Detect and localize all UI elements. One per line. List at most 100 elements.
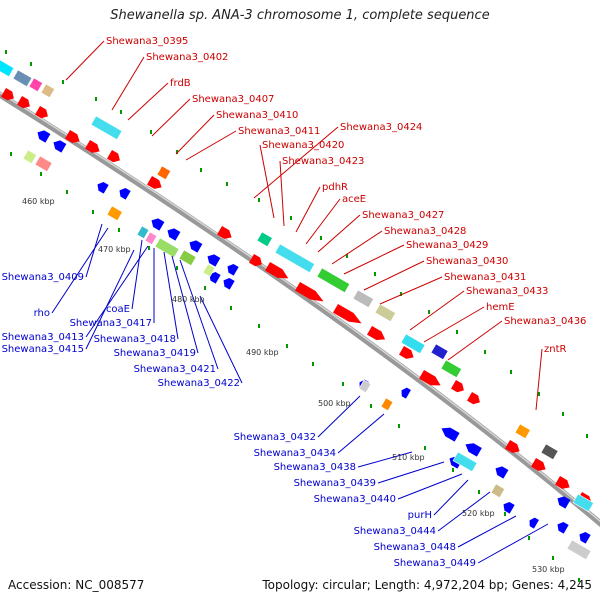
reverse-gene-box — [178, 249, 197, 267]
map-title: Shewanella sp. ANA-3 chromosome 1, compl… — [110, 8, 490, 23]
leader-line — [343, 244, 405, 275]
gene-label-shewana3-0421: Shewana3_0421 — [134, 364, 216, 375]
leader-line — [397, 473, 463, 500]
reverse-gene-box — [106, 205, 123, 222]
tick-mark — [538, 392, 540, 396]
tick-mark — [400, 292, 402, 296]
tick-mark — [528, 536, 530, 540]
gene-label-shewana3-0402: Shewana3_0402 — [146, 52, 228, 63]
scale-label-4: 500 kbp — [318, 399, 351, 408]
gene-label-zntr: zntR — [544, 344, 567, 355]
leader-line — [295, 186, 321, 233]
forward-gene-box — [156, 165, 172, 181]
reverse-gene-arrow — [557, 522, 569, 534]
gene-label-shewana3-0433: Shewana3_0433 — [466, 286, 548, 297]
reverse-gene-arrow — [503, 502, 515, 514]
reverse-gene-box — [136, 225, 150, 240]
reverse-gene-arrow — [441, 427, 460, 442]
gene-label-shewana3-0428: Shewana3_0428 — [384, 226, 466, 237]
tick-mark — [40, 172, 42, 176]
tick-mark — [424, 446, 426, 450]
gene-label-shewana3-0430: Shewana3_0430 — [426, 256, 508, 267]
accession-text: Accession: NC_008577 — [8, 578, 145, 592]
forward-gene-arrow — [399, 346, 414, 359]
leader-line — [457, 515, 517, 548]
gene-label-shewana3-0431: Shewana3_0431 — [444, 272, 526, 283]
tick-mark — [204, 286, 206, 290]
reverse-gene-box — [34, 155, 53, 173]
leader-line — [131, 239, 143, 310]
gene-label-shewana3-0419: Shewana3_0419 — [114, 348, 196, 359]
forward-gene-box — [374, 303, 396, 323]
reverse-gene-box — [358, 379, 372, 394]
forward-gene-box — [316, 267, 351, 294]
gene-label-shewana3-0434: Shewana3_0434 — [254, 448, 336, 459]
tick-mark — [346, 254, 348, 258]
leader-line — [163, 251, 179, 340]
tick-mark — [226, 182, 228, 186]
forward-gene-arrow — [367, 326, 386, 341]
tick-mark — [484, 350, 486, 354]
gene-labels: Shewana3_0395Shewana3_0402frdBShewana3_0… — [2, 36, 587, 569]
reverse-gene-box — [144, 231, 158, 246]
gene-label-shewana3-0427: Shewana3_0427 — [362, 210, 444, 221]
forward-gene-arrow — [35, 106, 48, 119]
forward-gene-box — [12, 69, 33, 88]
scale-label-7: 530 kbp — [532, 565, 565, 574]
leader-line — [127, 82, 169, 121]
tick-mark — [258, 198, 260, 202]
forward-gene-box — [400, 333, 426, 355]
gene-label-shewana3-0444: Shewana3_0444 — [354, 526, 436, 537]
forward-gene-arrow — [1, 88, 14, 101]
gene-label-pdhr: pdhR — [322, 182, 348, 193]
tick-mark — [5, 50, 7, 54]
tick-mark — [286, 344, 288, 348]
leader-line — [259, 144, 275, 219]
tick-mark — [562, 412, 564, 416]
reverse-gene-arrow — [37, 130, 51, 143]
reverse-gene-arrow — [465, 443, 482, 457]
leader-line — [357, 451, 413, 468]
forward-gene-arrow — [333, 304, 362, 324]
reverse-gene-box — [566, 539, 592, 561]
forward-gene-arrow — [505, 440, 520, 453]
gene-label-acee: aceE — [342, 194, 366, 205]
topology-summary: Topology: circular; Length: 4,972,204 bp… — [262, 578, 592, 592]
tick-mark — [552, 556, 554, 560]
leader-line — [363, 260, 425, 291]
forward-gene-box — [572, 493, 594, 513]
gene-label-shewana3-0407: Shewana3_0407 — [192, 94, 274, 105]
reverse-gene-arrow — [167, 228, 181, 241]
forward-gene-arrow — [467, 392, 480, 405]
forward-gene-box — [274, 243, 316, 274]
label-connectors — [51, 40, 549, 564]
leader-line — [379, 276, 443, 305]
tick-mark — [452, 468, 454, 472]
gene-label-shewana3-0409: Shewana3_0409 — [2, 272, 84, 283]
tick-mark — [370, 404, 372, 408]
leader-line — [85, 223, 103, 278]
tick-mark — [10, 152, 12, 156]
gene-label-shewana3-0440: Shewana3_0440 — [314, 494, 396, 505]
gene-label-heme: hemE — [486, 302, 515, 313]
tick-mark — [478, 490, 480, 494]
forward-gene-box — [40, 83, 56, 99]
gene-label-shewana3-0418: Shewana3_0418 — [94, 334, 176, 345]
forward-gene-arrow — [217, 226, 232, 239]
forward-gene-box — [430, 343, 449, 361]
forward-gene-arrow — [107, 150, 120, 163]
scale-label-1: 470 kbp — [98, 245, 131, 254]
tick-mark — [578, 578, 580, 582]
tick-mark — [150, 130, 152, 134]
tick-mark — [510, 370, 512, 374]
gene-label-shewana3-0423: Shewana3_0423 — [282, 156, 364, 167]
tick-mark — [176, 150, 178, 154]
forward-gene-arrow — [451, 380, 464, 393]
gene-label-frdb: frdB — [170, 78, 191, 89]
forward-gene-arrow — [555, 476, 570, 489]
tick-mark — [95, 97, 97, 101]
tick-mark — [504, 512, 506, 516]
tick-marks — [5, 50, 588, 582]
gene-label-purh: purH — [408, 510, 432, 521]
